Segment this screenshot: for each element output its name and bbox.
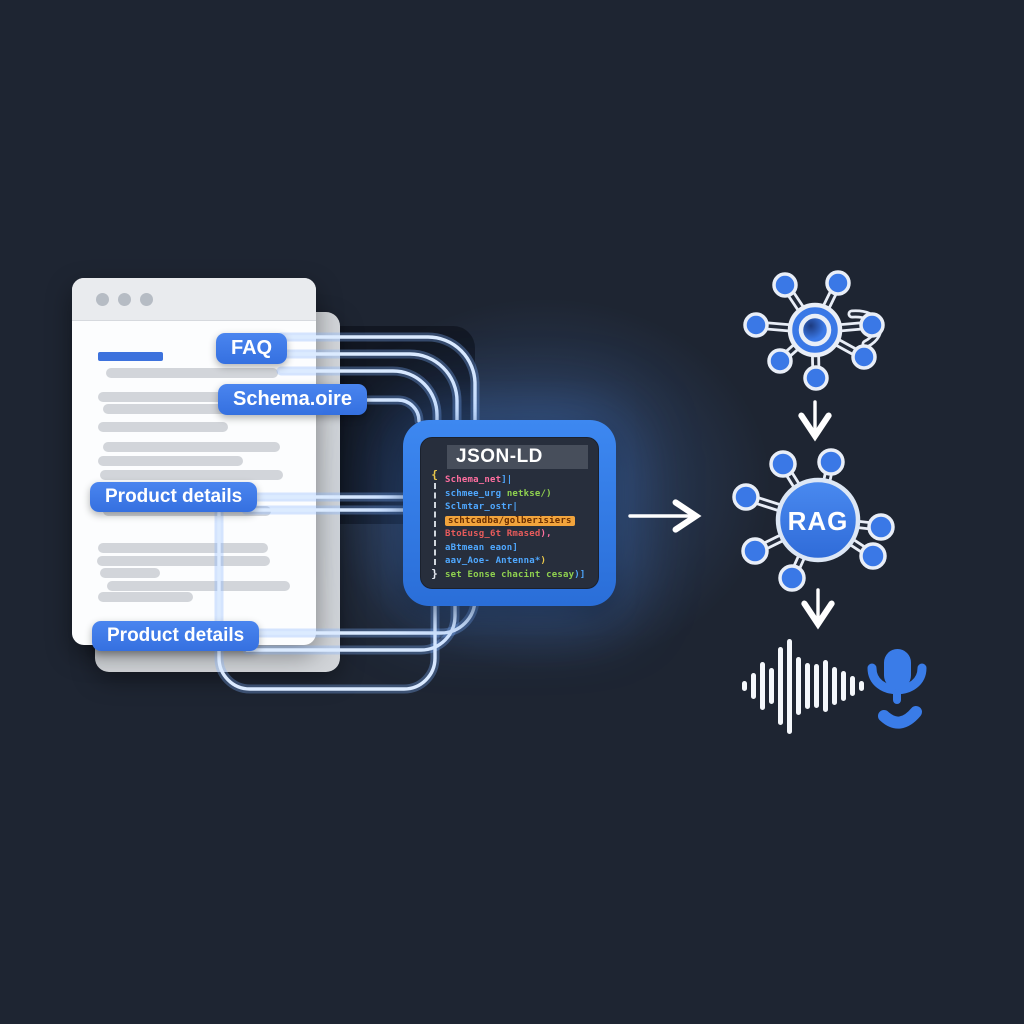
json-ld-box: { } JSON-LD Schema_net]| schmee_urg netks… xyxy=(403,420,616,606)
skeleton-line xyxy=(98,592,193,602)
waveform-bar xyxy=(859,681,864,691)
skeleton-line xyxy=(97,556,270,566)
network-hub-icon xyxy=(743,270,885,391)
skeleton-line xyxy=(100,568,160,578)
label-schema: Schema.oire xyxy=(218,384,367,415)
rag-label: RAG xyxy=(788,506,849,536)
page-heading-bar xyxy=(98,352,163,361)
code-line: schtcadba/golberisiers xyxy=(445,515,592,530)
browser-titlebar xyxy=(72,278,316,321)
code-title: JSON-LD xyxy=(447,445,588,469)
waveform-bar xyxy=(796,657,801,715)
label-product-details-bottom: Product details xyxy=(92,621,260,651)
open-brace: { xyxy=(431,468,438,481)
code-line: aBtmean eaon] xyxy=(445,542,519,553)
rag-network-icon: RAG xyxy=(732,448,895,592)
waveform-bar xyxy=(805,663,810,709)
code-gutter: { } xyxy=(421,438,441,588)
code-line: schmee_urg netkse/) xyxy=(445,488,552,499)
skeleton-line xyxy=(103,442,280,452)
skeleton-line xyxy=(107,581,290,591)
waveform-bar xyxy=(832,667,837,705)
waveform-bar xyxy=(760,662,765,710)
skeleton-line xyxy=(98,543,268,553)
skeleton-line xyxy=(98,392,263,402)
code-line: aav_Aoe- Antenna*) xyxy=(445,556,547,566)
waveform-bar xyxy=(814,664,819,708)
skeleton-line xyxy=(98,422,228,432)
label-faq: FAQ xyxy=(216,333,288,364)
waveform-bar xyxy=(769,668,774,704)
code-main: JSON-LD Schema_net]|schmee_urg netkse/)S… xyxy=(441,438,598,588)
close-brace: } xyxy=(431,567,438,580)
waveform-bar xyxy=(841,671,846,701)
code-lines: Schema_net]| schmee_urg netkse/) Sclmtar_o… xyxy=(445,475,592,583)
skeleton-line xyxy=(106,368,278,378)
code-line: Schema_net]| xyxy=(445,475,513,485)
window-dot-icon xyxy=(96,292,109,306)
gutter-dashed-line xyxy=(433,483,436,565)
skeleton-line xyxy=(103,404,273,414)
skeleton-line xyxy=(100,470,283,480)
code-line: Sclmtar_ostr| xyxy=(445,502,519,512)
waveform-bar xyxy=(850,676,855,696)
code-panel: { } JSON-LD Schema_net]| schmee_urg netks… xyxy=(420,437,599,589)
code-line: set Eonse chacint cesay)] xyxy=(445,569,586,580)
waveform-bar xyxy=(787,638,792,734)
audio-waveform-icon xyxy=(742,637,864,735)
waveform-bar xyxy=(751,673,756,699)
waveform-bar xyxy=(742,681,747,691)
code-line: BtoEusg_6t Rmased), xyxy=(445,529,552,539)
window-dot-icon xyxy=(140,292,153,306)
window-dot-icon xyxy=(118,292,131,306)
waveform-bar xyxy=(778,647,783,725)
waveform-bar xyxy=(823,660,828,712)
skeleton-line xyxy=(98,456,243,466)
microphone-icon xyxy=(867,649,927,729)
label-product-details-top: Product details xyxy=(90,482,258,512)
